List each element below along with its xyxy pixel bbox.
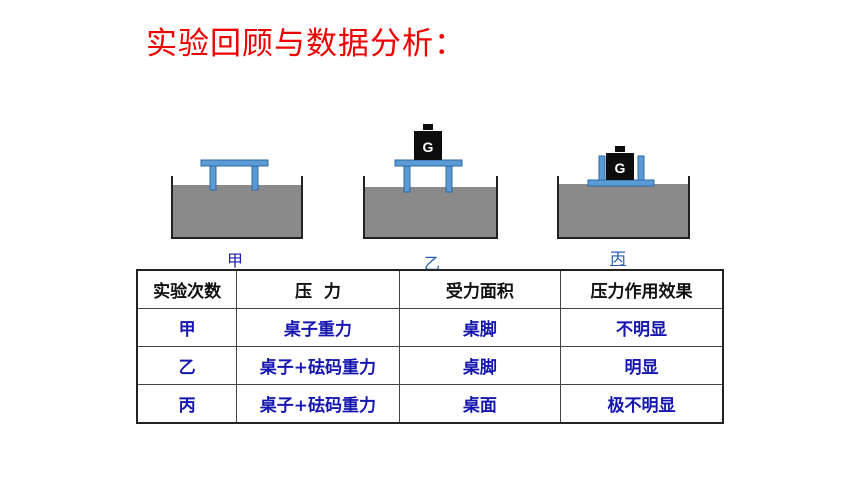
sand-container-jia	[171, 176, 303, 239]
table-row: 乙 桌子+砝码重力 桌脚 明显	[136, 346, 724, 385]
table-cell: 桌脚	[398, 346, 562, 385]
table-cell: 乙	[136, 346, 238, 385]
page-title: 实验回顾与数据分析：	[146, 26, 466, 62]
weight-label-yi: G	[423, 139, 434, 155]
data-table: 实验次数 压 力 受力面积 压力作用效果 甲 桌子重力 桌脚 不明显 乙 桌子+…	[136, 269, 724, 424]
sand-container-bing	[557, 176, 690, 239]
header-cell: 受力面积	[398, 269, 562, 309]
caption-yi: 乙	[424, 254, 441, 273]
sand-bing	[558, 184, 689, 238]
table-cell: 桌面	[398, 384, 562, 424]
sand-jia	[172, 185, 302, 238]
sand-container-yi	[363, 176, 498, 239]
small-table-yi	[394, 159, 463, 193]
header-cell: 实验次数	[136, 269, 238, 309]
table-cell: 丙	[136, 384, 238, 424]
small-table-jia	[200, 159, 269, 191]
table-row: 丙 桌子+砝码重力 桌面 极不明显	[136, 384, 724, 424]
experiment-illustration: G G	[171, 124, 690, 239]
table-cell: 甲	[136, 308, 238, 347]
weight-bing: G	[606, 146, 634, 180]
weight-yi: G	[414, 124, 442, 160]
table-header-row: 实验次数 压 力 受力面积 压力作用效果	[136, 269, 724, 309]
table-cell: 桌子+砝码重力	[236, 346, 400, 385]
table-row: 甲 桌子重力 桌脚 不明显	[136, 308, 724, 347]
table-cell: 极不明显	[560, 384, 724, 424]
table-cell: 桌子+砝码重力	[236, 384, 400, 424]
table-cell: 明显	[560, 346, 724, 385]
table-cell: 桌子重力	[236, 308, 400, 347]
sand-yi	[364, 187, 497, 238]
header-cell: 压 力	[236, 269, 400, 309]
header-cell: 压力作用效果	[560, 269, 724, 309]
weight-label-bing: G	[615, 160, 626, 176]
caption-jia: 甲	[227, 251, 244, 270]
table-cell: 桌脚	[398, 308, 562, 347]
caption-bing: 丙	[610, 249, 627, 268]
table-cell: 不明显	[560, 308, 724, 347]
